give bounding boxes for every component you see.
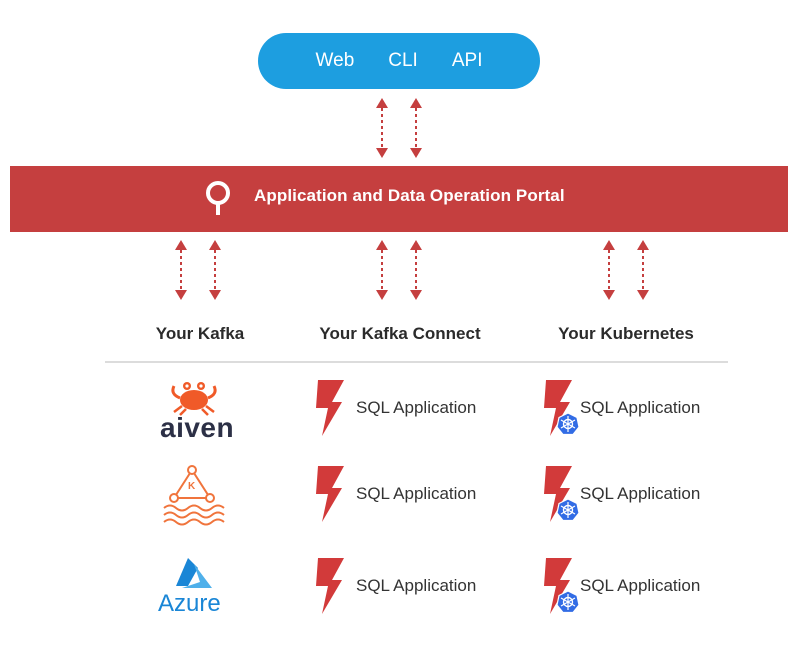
header-divider bbox=[105, 361, 728, 363]
arrow-top-right bbox=[409, 97, 423, 159]
arrow-top-left bbox=[375, 97, 389, 159]
connect-app-label: SQL Application bbox=[356, 484, 477, 503]
web-interface[interactable]: Web bbox=[315, 50, 355, 71]
arrow-kafka-right bbox=[208, 239, 222, 301]
column-kafka-connect: Your Kafka Connect bbox=[319, 324, 481, 343]
connect-app-label: SQL Application bbox=[356, 576, 477, 595]
connect-row-1: SQL Application bbox=[314, 380, 476, 436]
lightning-bolt-icon bbox=[316, 466, 344, 522]
interface-pill: Web CLI API bbox=[258, 33, 540, 89]
lightning-bolt-icon bbox=[544, 466, 572, 522]
kafka-k-label: K bbox=[188, 481, 196, 492]
portal-title: Application and Data Operation Portal bbox=[254, 186, 565, 205]
k8s-app-label: SQL Application bbox=[580, 398, 701, 417]
k8s-app-label: SQL Application bbox=[580, 576, 701, 595]
azure-wordmark: Azure bbox=[158, 590, 221, 617]
connect-row-3: SQL Application bbox=[314, 558, 476, 614]
api-interface[interactable]: API bbox=[451, 50, 483, 71]
lightning-bolt-icon bbox=[316, 558, 344, 614]
column-kafka: Your Kafka bbox=[155, 324, 245, 343]
cli-interface[interactable]: CLI bbox=[388, 50, 418, 71]
k8s-app-label: SQL Application bbox=[580, 484, 701, 503]
connect-app-label: SQL Application bbox=[356, 398, 477, 417]
portal-logo-icon bbox=[206, 181, 230, 215]
arrow-connect-right bbox=[409, 239, 423, 301]
kafka-k8s-logo: K bbox=[160, 462, 230, 528]
azure-icon bbox=[176, 558, 212, 588]
aiven-crab-icon bbox=[171, 382, 217, 416]
azure-logo: Azure bbox=[158, 556, 234, 622]
kubernetes-icon bbox=[556, 590, 580, 614]
arrow-kafka-left bbox=[174, 239, 188, 301]
k8s-row-1: SQL Application bbox=[542, 380, 700, 436]
arrow-k8s-right bbox=[636, 239, 650, 301]
arrow-k8s-left bbox=[602, 239, 616, 301]
aiven-logo: aiven bbox=[160, 376, 234, 443]
arrow-connect-left bbox=[375, 239, 389, 301]
portal-banner bbox=[10, 166, 788, 232]
k8s-row-2: SQL Application bbox=[542, 466, 700, 522]
lightning-bolt-icon bbox=[544, 558, 572, 614]
kafka-waves-icon bbox=[163, 465, 225, 526]
k8s-row-3: SQL Application bbox=[542, 558, 700, 614]
connect-row-2: SQL Application bbox=[314, 466, 476, 522]
aiven-wordmark: aiven bbox=[160, 412, 235, 443]
lightning-bolt-icon bbox=[316, 380, 344, 436]
lightning-bolt-icon bbox=[544, 380, 572, 436]
kubernetes-icon bbox=[556, 498, 580, 522]
column-kubernetes: Your Kubernetes bbox=[558, 324, 694, 343]
kubernetes-icon bbox=[556, 412, 580, 436]
